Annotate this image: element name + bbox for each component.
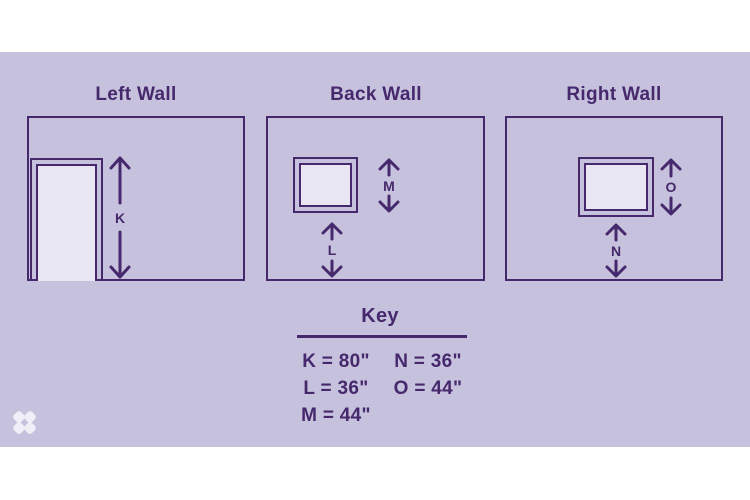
- key-column-left: K = 80" L = 36" M = 44": [281, 348, 391, 429]
- dimension-arrow-l: L: [318, 221, 346, 279]
- right-window-pane: [584, 163, 648, 211]
- door-frame: [30, 158, 103, 281]
- left-wall-title: Left Wall: [95, 84, 177, 105]
- left-wall-outline: [27, 116, 245, 281]
- dimension-arrow-o: O: [657, 157, 685, 217]
- back-wall-outline: [266, 116, 485, 281]
- right-window-frame: [578, 157, 654, 217]
- back-window-pane: [299, 163, 352, 207]
- arrow-label-n: N: [610, 242, 622, 259]
- right-wall-outline: [505, 116, 723, 281]
- arrow-label-m: M: [383, 177, 395, 194]
- right-wall-title: Right Wall: [566, 84, 662, 105]
- key-entry-l: L = 36": [303, 378, 369, 399]
- key-entry-n: N = 36": [394, 351, 462, 372]
- key-entry-k: K = 80": [302, 351, 370, 372]
- dimension-arrow-n: N: [602, 222, 630, 279]
- double-arrow-vertical-icon: [321, 222, 343, 278]
- key-entry-m: M = 44": [301, 405, 371, 426]
- double-arrow-vertical-icon: [660, 158, 682, 216]
- double-arrow-vertical-icon: [109, 156, 131, 279]
- double-arrow-vertical-icon: [378, 158, 400, 213]
- back-wall-title: Back Wall: [330, 84, 422, 105]
- arrow-label-l: L: [327, 242, 337, 258]
- four-petal-flower-logo-icon: [11, 409, 37, 435]
- arrow-label-k: K: [114, 209, 126, 226]
- door-panel: [36, 164, 97, 281]
- dimension-arrow-m: M: [375, 157, 403, 214]
- double-arrow-vertical-icon: [605, 223, 627, 278]
- dimension-arrow-k: K: [106, 155, 134, 280]
- key-entry-o: O = 44": [393, 378, 463, 399]
- back-window-frame: [293, 157, 358, 213]
- key-column-right: N = 36" O = 44": [373, 348, 483, 402]
- key-divider: [297, 335, 467, 338]
- arrow-label-o: O: [665, 179, 677, 195]
- key-title: Key: [361, 305, 399, 327]
